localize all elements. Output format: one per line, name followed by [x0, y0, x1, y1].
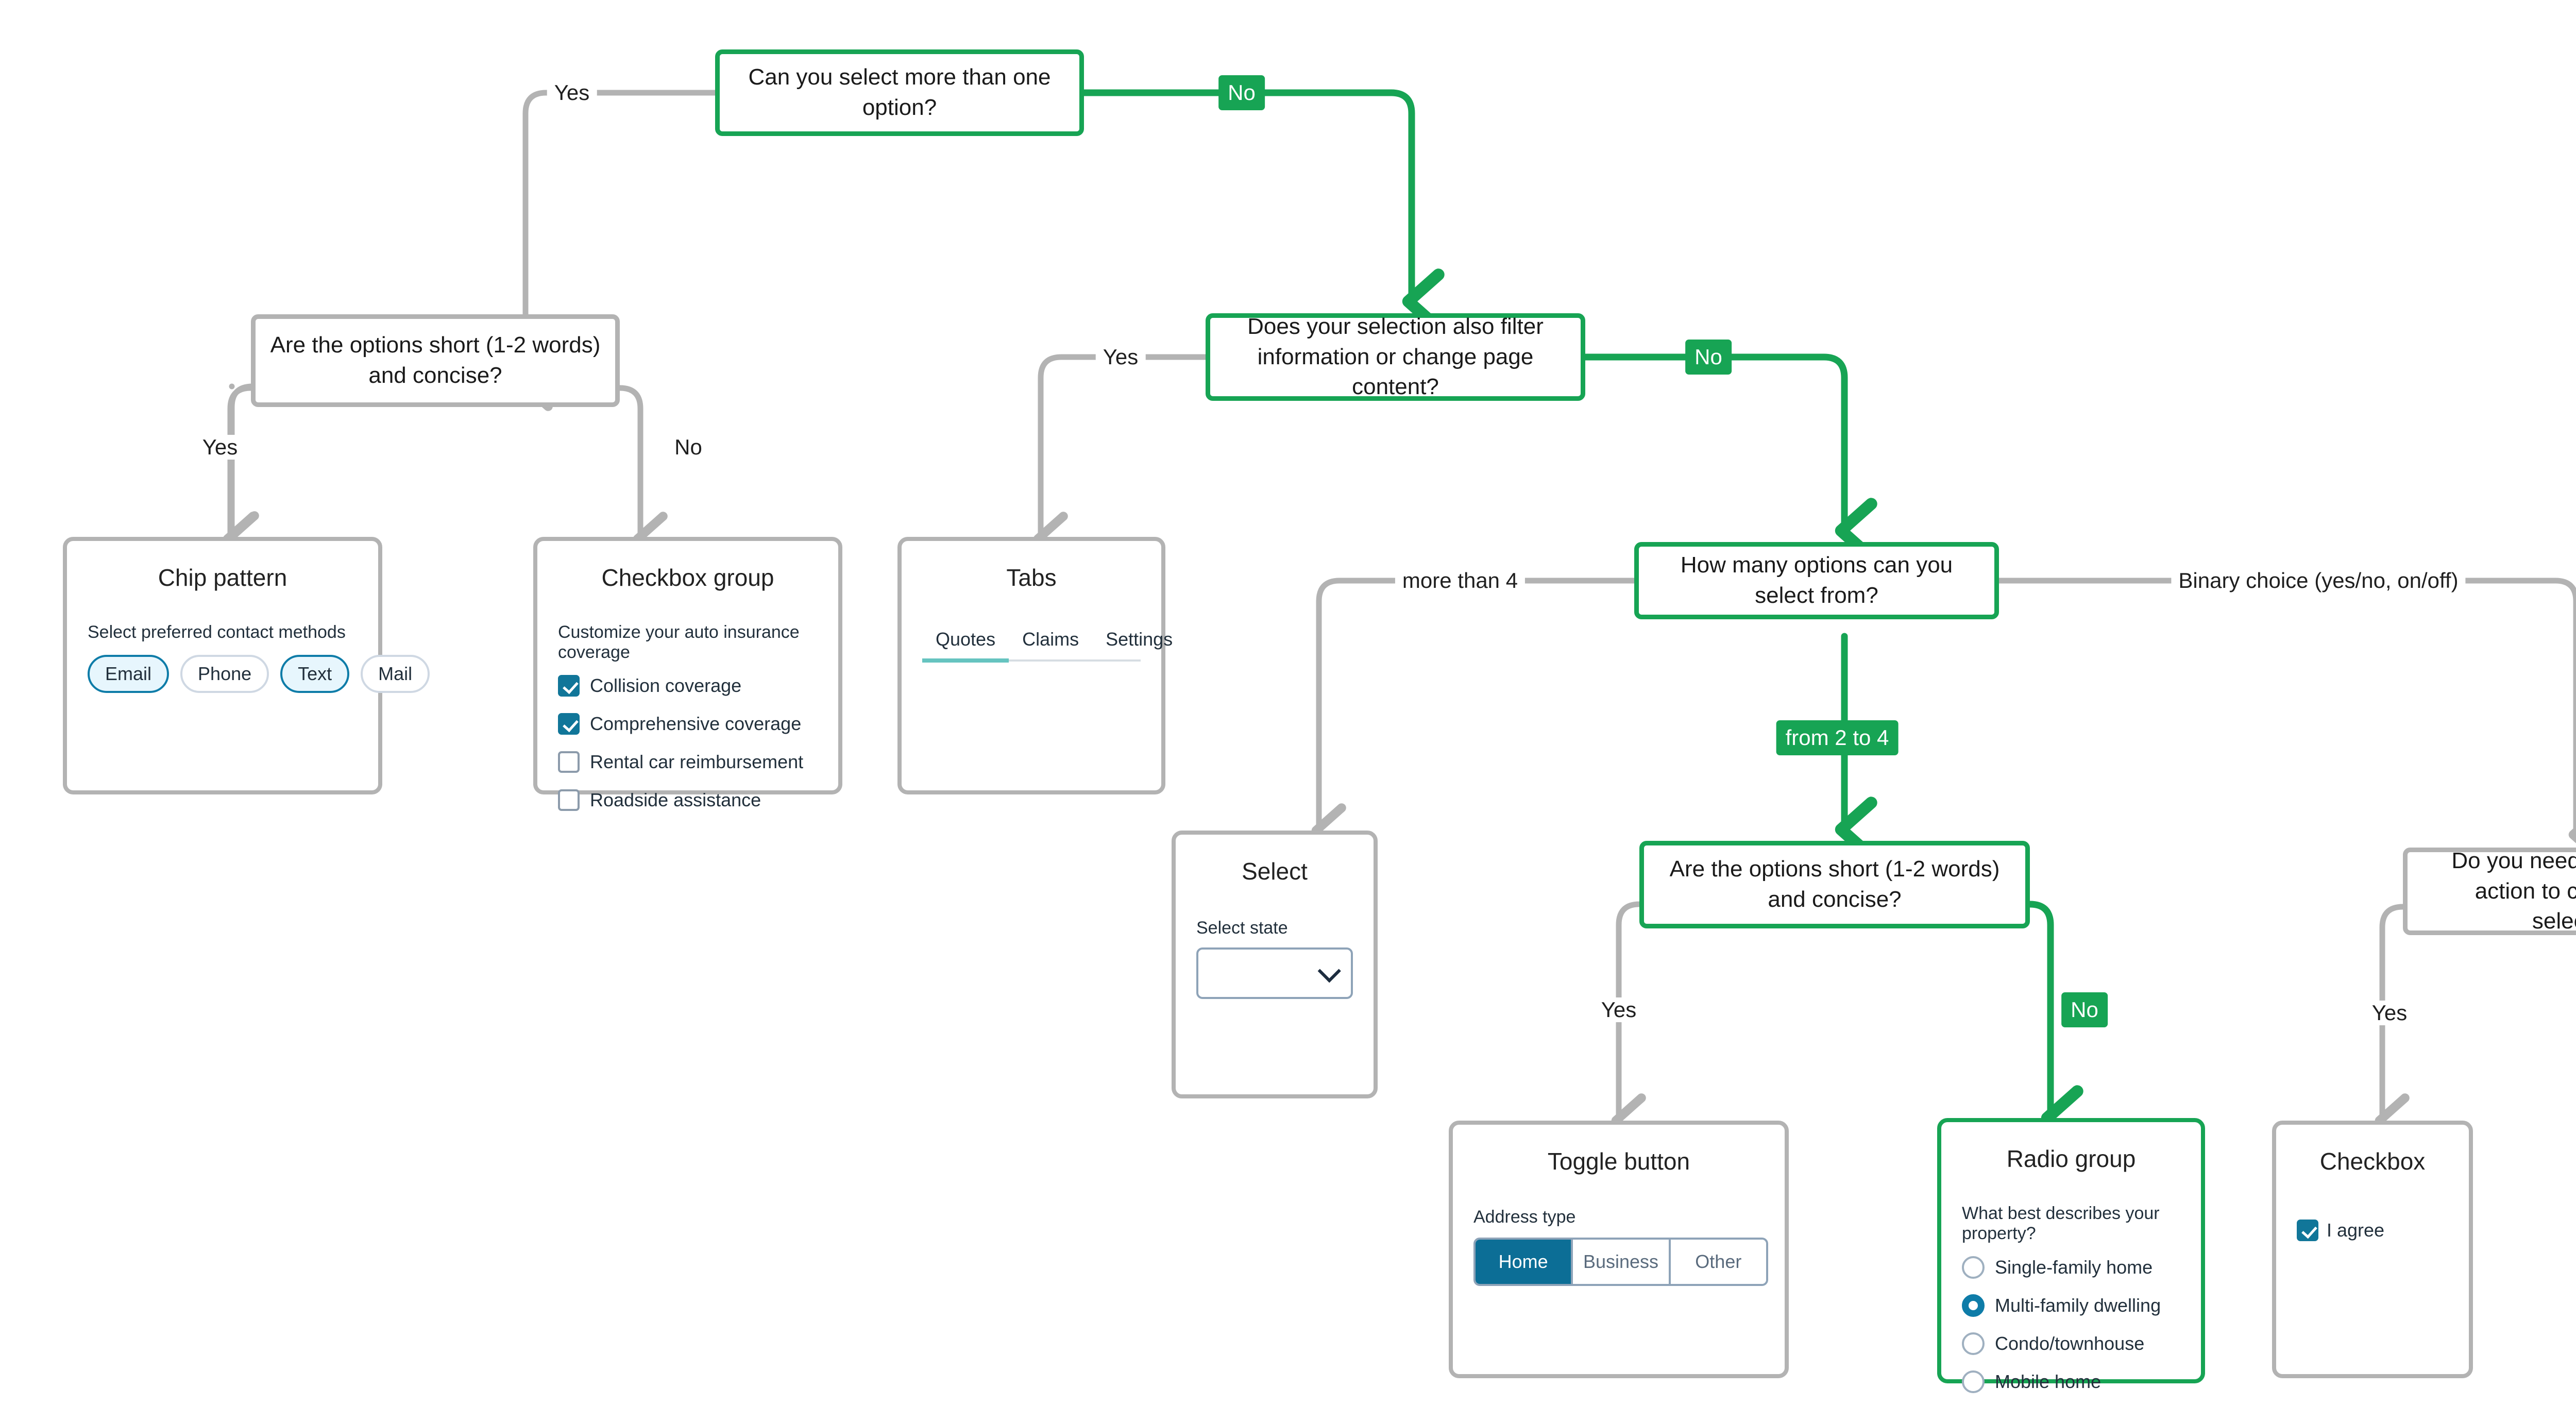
card-title: Toggle button: [1547, 1148, 1690, 1175]
checkbox-collision-coverage[interactable]: [558, 675, 580, 697]
card-title: Radio group: [2006, 1145, 2136, 1172]
checkbox-rental-car-reimbursement[interactable]: [558, 751, 580, 773]
decision-how-many-options[interactable]: How many options can you select from?: [1634, 542, 1999, 619]
checkbox-group-label: Customize your auto insurance coverage: [558, 622, 800, 662]
radio-single-family-home[interactable]: [1962, 1256, 1985, 1279]
decision-can-select-more-than-one[interactable]: Can you select more than one option?: [715, 49, 1084, 136]
decision-options-short-1[interactable]: Are the options short (1-2 words) and co…: [251, 314, 620, 407]
radio-row[interactable]: Single-family home: [1962, 1256, 2180, 1279]
decision-selection-filters-content[interactable]: Does your selection also filter informat…: [1206, 313, 1585, 401]
select-field-label: Select state: [1196, 918, 1288, 938]
toggle-option-other[interactable]: Other: [1670, 1240, 1766, 1284]
checkbox-comprehensive-coverage[interactable]: [558, 713, 580, 735]
tab-claims[interactable]: Claims: [1022, 629, 1079, 650]
edge-label-short1-no: No: [667, 435, 709, 460]
chip-text[interactable]: Text: [280, 655, 350, 693]
radio-row[interactable]: Mobile home: [1962, 1370, 2180, 1393]
edge-label-short2-yes: Yes: [1594, 997, 1644, 1022]
card-tabs: Tabs Quotes Claims Settings: [897, 537, 1173, 794]
node-label: Are the options short (1-2 words) and co…: [1669, 856, 2000, 912]
edge-label-short1-yes: Yes: [195, 435, 245, 460]
node-label: How many options can you select from?: [1680, 552, 1953, 608]
select-input[interactable]: [1196, 947, 1353, 999]
edge-label-filter-yes: Yes: [1095, 345, 1146, 369]
chip-email[interactable]: Email: [88, 655, 170, 693]
checkbox-row[interactable]: Rental car reimbursement: [558, 751, 818, 773]
radio-label: Mobile home: [1995, 1371, 2102, 1392]
decision-options-short-2[interactable]: Are the options short (1-2 words) and co…: [1639, 841, 2030, 928]
node-label: Does your selection also filter informat…: [1247, 314, 1544, 400]
card-checkbox-group: Checkbox group Customize your auto insur…: [533, 537, 842, 811]
radio-label: Multi-family dwelling: [1995, 1295, 2161, 1316]
edge-badge-howmany-from-2-to-4: from 2 to 4: [1776, 720, 1899, 755]
chip-group-label: Select preferred contact methods: [88, 622, 346, 642]
checkbox-row[interactable]: Collision coverage: [558, 675, 818, 697]
edge-label-confirm-yes: Yes: [2364, 1001, 2415, 1025]
radio-row[interactable]: Condo/townhouse: [1962, 1332, 2180, 1355]
node-label: Can you select more than one option?: [748, 64, 1051, 120]
toggle-group-label: Address type: [1473, 1207, 1576, 1227]
chip-group: Email Phone Text Mail: [88, 655, 430, 693]
checkbox-row[interactable]: Comprehensive coverage: [558, 713, 818, 735]
card-radio-group: Radio group What best describes your pro…: [1937, 1118, 2205, 1393]
tab-quotes[interactable]: Quotes: [922, 625, 1009, 663]
checkbox-i-agree[interactable]: [2297, 1220, 2318, 1241]
toggle-option-home[interactable]: Home: [1476, 1240, 1573, 1284]
tab-bar: Quotes Claims Settings: [922, 625, 1173, 663]
checkbox-row[interactable]: Roadside assistance: [558, 789, 818, 811]
card-checkbox-single: Checkbox I agree: [2272, 1121, 2473, 1378]
edge-label-howmany-binary: Binary choice (yes/no, on/off): [2171, 568, 2466, 593]
checkbox-label: Collision coverage: [590, 675, 742, 696]
radio-group-question: What best describes your property?: [1962, 1204, 2160, 1243]
radio-row[interactable]: Multi-family dwelling: [1962, 1294, 2180, 1317]
card-title: Tabs: [1006, 564, 1057, 591]
node-label: Are the options short (1-2 words) and co…: [270, 332, 601, 388]
card-select: Select Select state: [1172, 831, 1378, 1098]
node-label: Do you need an additional action to conf…: [2451, 848, 2576, 934]
edge-badge-multi-no: No: [1218, 75, 1265, 110]
edge-badge-short2-no: No: [2061, 992, 2108, 1027]
checkbox-label: I agree: [2327, 1220, 2385, 1241]
checkbox-row[interactable]: I agree: [2297, 1220, 2448, 1241]
checkbox-roadside-assistance[interactable]: [558, 789, 580, 811]
card-title: Chip pattern: [158, 564, 287, 591]
card-chip-pattern: Chip pattern Select preferred contact me…: [63, 537, 430, 794]
chip-phone[interactable]: Phone: [180, 655, 269, 693]
toggle-button-group: Home Business Other: [1473, 1238, 1768, 1286]
card-title: Checkbox group: [601, 564, 774, 591]
radio-condo-townhouse[interactable]: [1962, 1332, 1985, 1355]
edge-badge-filter-no: No: [1685, 340, 1732, 375]
chip-mail[interactable]: Mail: [361, 655, 430, 693]
edge-label-multi-yes: Yes: [547, 80, 597, 105]
checkbox-label: Roadside assistance: [590, 789, 761, 810]
radio-label: Single-family home: [1995, 1257, 2153, 1278]
toggle-option-business[interactable]: Business: [1573, 1240, 1671, 1284]
decision-need-confirm-action[interactable]: Do you need an additional action to conf…: [2403, 848, 2576, 935]
chevron-down-icon: [1317, 959, 1341, 983]
card-title: Select: [1242, 858, 1308, 885]
radio-label: Condo/townhouse: [1995, 1333, 2145, 1354]
edge-label-howmany-more-than-4: more than 4: [1395, 568, 1526, 593]
tab-settings[interactable]: Settings: [1106, 629, 1173, 650]
radio-multi-family-dwelling[interactable]: [1962, 1294, 1985, 1317]
checkbox-label: Comprehensive coverage: [590, 713, 802, 734]
card-toggle-button: Toggle button Address type Home Business…: [1449, 1121, 1789, 1378]
card-title: Checkbox: [2319, 1148, 2426, 1175]
radio-mobile-home[interactable]: [1962, 1370, 1985, 1393]
checkbox-label: Rental car reimbursement: [590, 751, 804, 772]
